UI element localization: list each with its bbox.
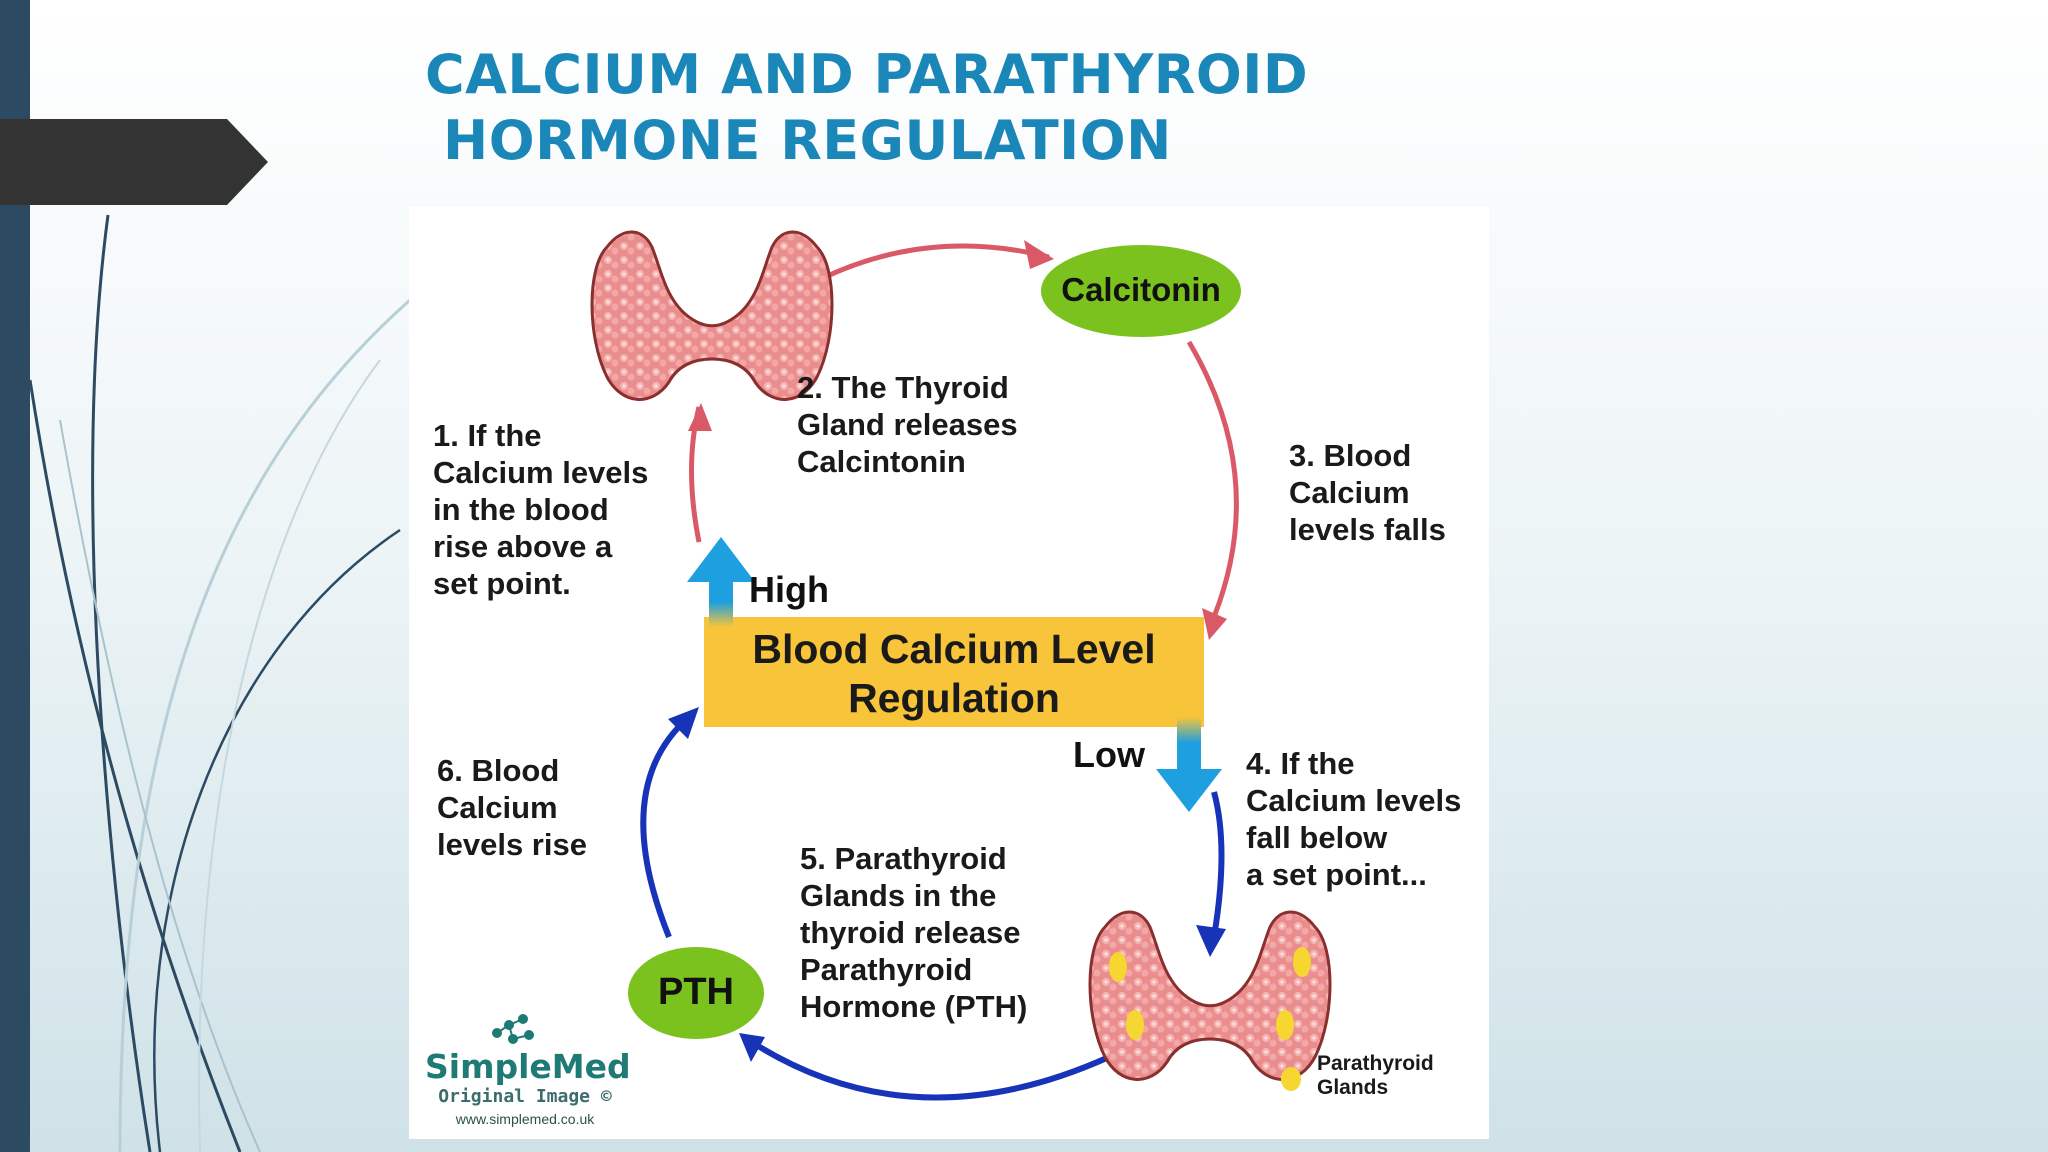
arrowhead-box-left	[668, 707, 699, 739]
blood-calcium-box	[704, 617, 1204, 727]
calcium-regulation-diagram: Blood Calcium Level Regulation High Low …	[409, 207, 1489, 1139]
arrow-pth-to-box	[640, 714, 691, 939]
simplemed-logo-icon	[492, 1014, 534, 1044]
pth-ellipse	[628, 947, 764, 1039]
diagram-graphics	[492, 230, 1332, 1101]
arrowhead-pth	[739, 1033, 765, 1062]
arrow-parathyroid-to-pth	[742, 1034, 1111, 1101]
arrowhead-box-right	[1202, 608, 1227, 640]
arrowhead-parathyroid	[1196, 925, 1226, 957]
slide-title-line-1: CALCIUM AND PARATHYROID	[425, 43, 1309, 106]
step-6-text: 6. Blood Calcium levels rise	[437, 753, 587, 862]
parathyroid-legend-label: Parathyroid Glands	[1317, 1052, 1434, 1099]
arrow-tab-shape	[0, 119, 268, 205]
high-label: High	[749, 569, 829, 610]
logo-url: www.simplemed.co.uk	[455, 1111, 595, 1127]
pth-label: PTH	[658, 971, 734, 1013]
step-1-text: 1. If the Calcium levels in the blood ri…	[433, 418, 649, 601]
low-label: Low	[1073, 734, 1145, 775]
decorative-swooshes	[28, 214, 411, 1152]
high-arrow-icon	[687, 537, 755, 627]
slide-title-line-2: HORMONE REGULATION	[443, 109, 1172, 172]
slide-title: CALCIUM AND PARATHYROID HORMONE REGULATI…	[425, 42, 1308, 174]
logo-subtitle: Original Image ©	[438, 1086, 612, 1107]
step-2-text: 2. The Thyroid Gland releases Calcintoni…	[797, 370, 1018, 479]
logo-brand: SimpleMed	[425, 1047, 631, 1086]
arrow-thyroid-to-calcitonin	[819, 243, 1050, 282]
arrowhead-thyroid	[688, 403, 712, 431]
parathyroid-legend-dot	[1281, 1067, 1301, 1091]
simplemed-logo: SimpleMed Original Image © www.simplemed…	[425, 1017, 631, 1127]
step-5-text: 5. Parathyroid Glands in the thyroid rel…	[800, 841, 1028, 1024]
blood-calcium-label: Blood Calcium Level Regulation	[752, 626, 1156, 721]
thyroid-with-parathyroid-icon	[1088, 910, 1332, 1081]
low-arrow-icon	[1156, 717, 1222, 812]
step-4-text: 4. If the Calcium levels fall below a se…	[1246, 746, 1462, 892]
step-3-text: 3. Blood Calcium levels falls	[1289, 438, 1446, 547]
arrow-low-to-parathyroid	[1211, 791, 1225, 938]
arrow-calcitonin-to-box	[1186, 340, 1239, 618]
arrowhead-calcitonin	[1024, 240, 1054, 269]
calcitonin-label: Calcitonin	[1061, 271, 1221, 308]
calcitonin-ellipse	[1041, 245, 1241, 337]
thyroid-gland-icon	[590, 230, 834, 401]
